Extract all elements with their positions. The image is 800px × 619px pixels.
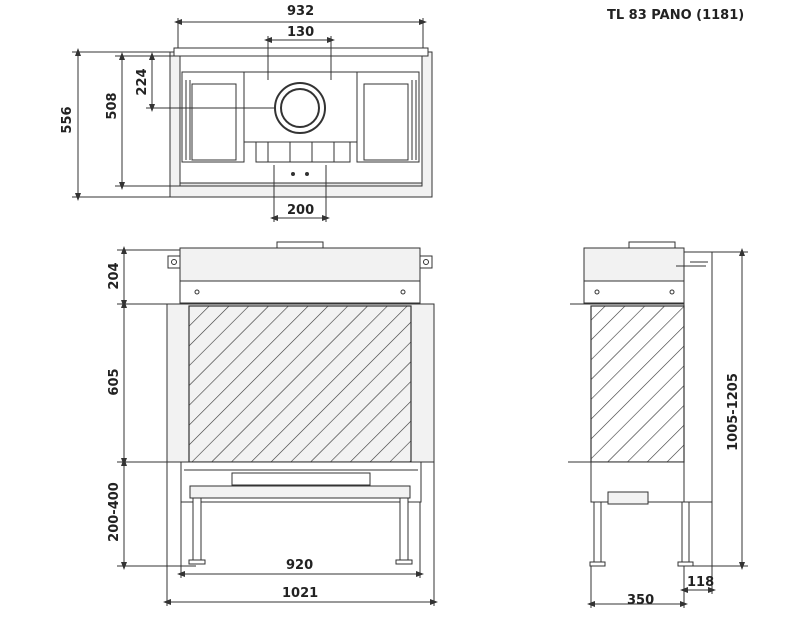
dim-frame-920: 920 <box>286 558 313 573</box>
top-view-bottom-plate <box>179 182 423 187</box>
front-view-glass <box>188 305 412 463</box>
dim-legs-200-400: 200-400 <box>107 482 122 542</box>
front-view-left-leg <box>192 497 202 561</box>
model-title: TL 83 PANO (1181) <box>607 8 744 23</box>
dim-width-932: 932 <box>287 4 314 19</box>
top-view-lower-box <box>255 141 351 163</box>
side-view-glass <box>590 305 685 463</box>
dim-depth-508: 508 <box>105 92 120 119</box>
side-view-front-leg <box>593 501 602 563</box>
front-view <box>166 241 435 565</box>
dim-depth-350: 350 <box>627 593 654 608</box>
dim-height-1005-1205: 1005-1205 <box>726 373 741 451</box>
side-view-rear-panel <box>683 251 713 503</box>
side-view <box>568 241 713 567</box>
top-view <box>169 47 433 198</box>
dim-glass-605: 605 <box>107 368 122 395</box>
front-view-hood-band <box>179 280 421 304</box>
dim-vent-200: 200 <box>287 203 314 218</box>
front-view-dimensions <box>117 246 438 606</box>
side-view-rear-leg <box>681 501 690 563</box>
front-view-top-hood <box>179 247 421 282</box>
side-view-dimensions <box>587 248 748 608</box>
top-view-dimensions <box>72 18 427 222</box>
dim-flue-130: 130 <box>287 25 314 40</box>
dim-offset-118: 118 <box>687 575 714 590</box>
front-view-right-leg <box>399 497 409 561</box>
dim-offset-224: 224 <box>135 68 150 95</box>
top-view-left-panel-inner <box>191 83 237 161</box>
top-view-flange <box>173 47 429 57</box>
side-view-top-hood <box>583 247 685 282</box>
dim-top-204: 204 <box>107 262 122 289</box>
top-view-right-panel-inner <box>363 83 409 161</box>
dim-total-1021: 1021 <box>282 586 318 601</box>
top-view-flue-inner <box>280 88 320 128</box>
side-view-hood-band <box>583 280 685 304</box>
dim-depth-556: 556 <box>60 106 75 133</box>
